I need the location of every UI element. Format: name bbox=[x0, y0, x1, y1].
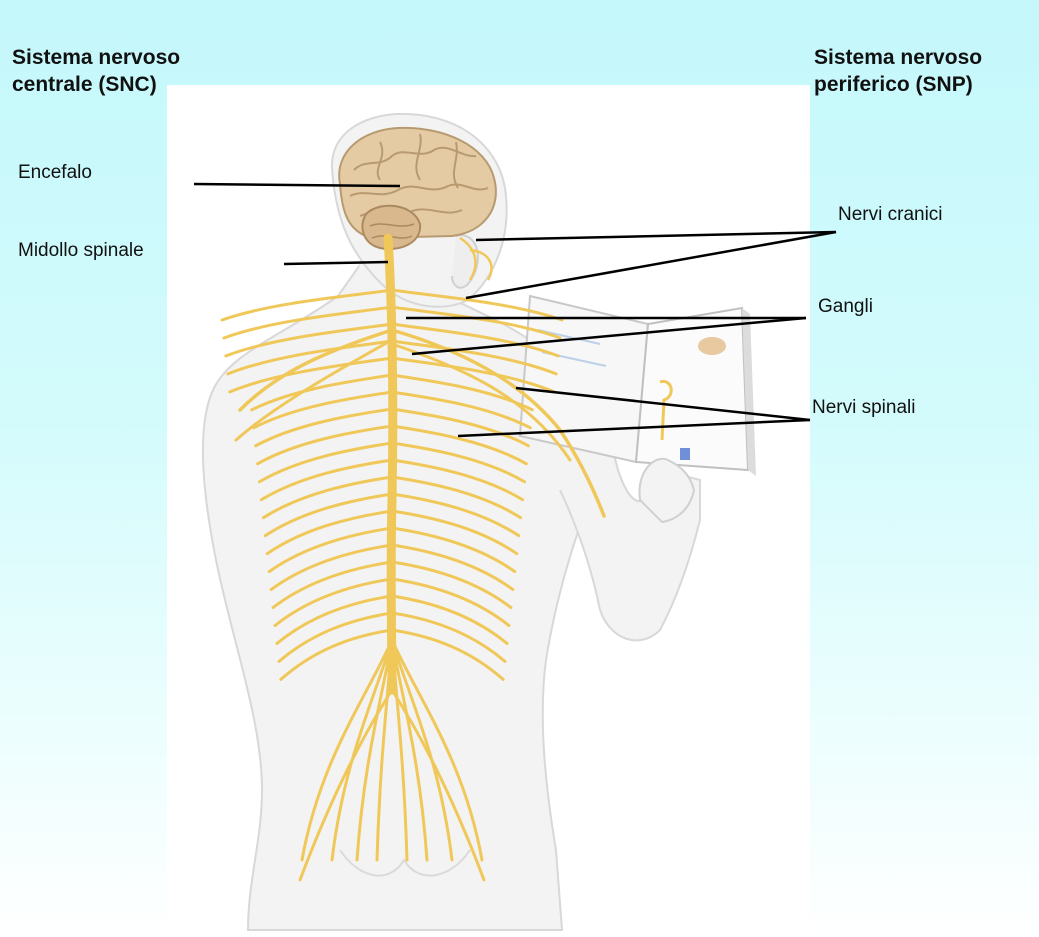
label-midollo-spinale: Midollo spinale bbox=[18, 240, 144, 262]
leader-line-cranici-1 bbox=[476, 232, 836, 240]
label-gangli: Gangli bbox=[818, 296, 873, 318]
central-nervous-system-heading: Sistema nervoso centrale (SNC) bbox=[12, 44, 242, 98]
label-nervi-spinali: Nervi spinali bbox=[812, 397, 915, 419]
leader-line-cranici-2 bbox=[466, 232, 836, 298]
spinal-cord bbox=[388, 238, 393, 690]
peripheral-nervous-system-heading: Sistema nervoso periferico (SNP) bbox=[814, 44, 1029, 98]
label-nervi-cranici: Nervi cranici bbox=[838, 204, 943, 226]
label-encefalo: Encefalo bbox=[18, 162, 92, 184]
